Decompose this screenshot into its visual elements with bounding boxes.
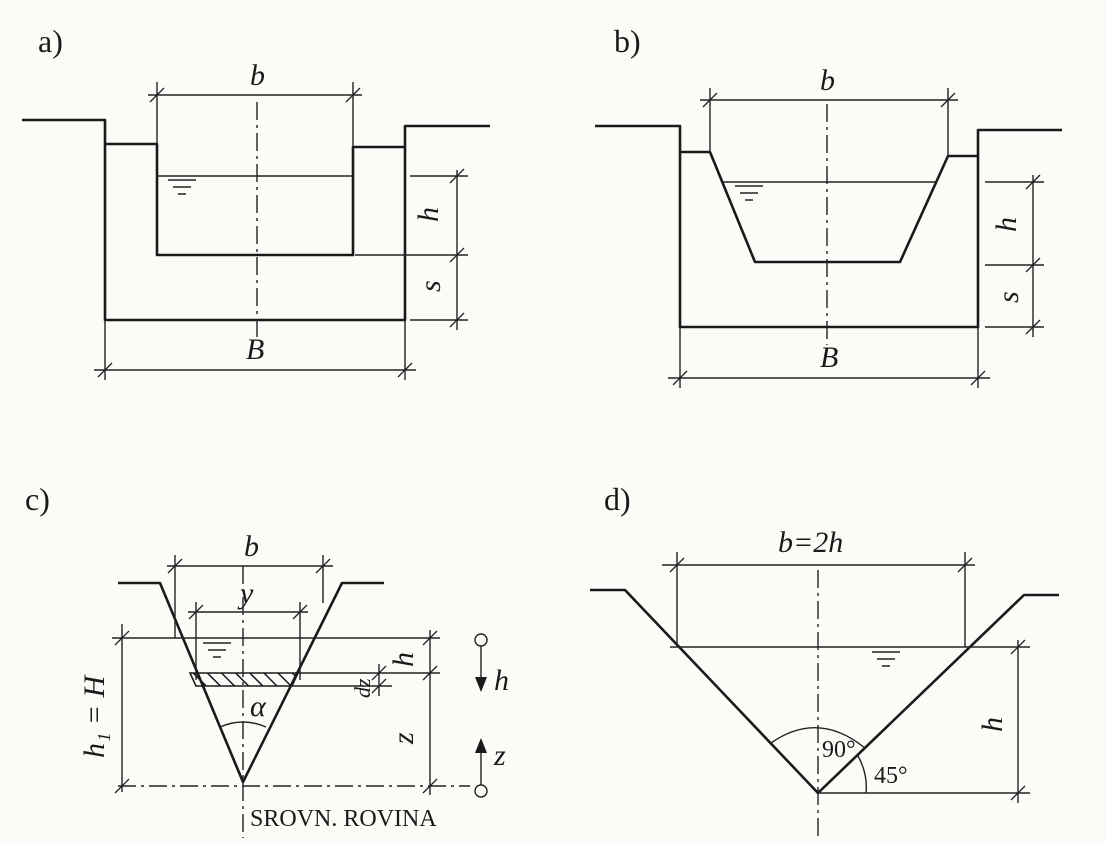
panel-d-angle-90: 90°: [822, 737, 856, 763]
arrow-down-icon: [475, 677, 487, 692]
panel-d-dim-b: b=2h: [778, 526, 843, 559]
panel-c: c) α b y h₁ = H: [25, 481, 509, 838]
panel-b-outline: [595, 124, 1062, 329]
water-level-icon: [872, 651, 900, 667]
panel-a-channel: [105, 142, 405, 257]
panel-a-dim-B: B: [246, 333, 264, 366]
panel-c-dim-b: b: [244, 530, 259, 563]
panel-c-outline: [118, 581, 384, 784]
panel-c-dim-z: z: [387, 732, 420, 745]
panel-b-dim-h: h: [990, 217, 1023, 232]
panel-d-angle-arc-90: [770, 726, 866, 749]
panel-c-dim-dz: dz: [350, 678, 375, 698]
panel-b-channel: [680, 150, 978, 264]
panel-b-dim-b: b: [820, 64, 835, 97]
panel-d-label: d): [604, 481, 631, 517]
panel-a-dim-b: b: [250, 59, 265, 92]
panel-b-dim-s: s: [992, 291, 1025, 303]
panel-c-angle-arc: [219, 721, 267, 728]
panel-d-angle-45: 45°: [874, 763, 908, 789]
panel-d-angle-arc-45: [857, 755, 868, 794]
panel-c-dim-h1: h₁ = H: [78, 673, 111, 758]
panel-c-caption: SROVN. ROVINA: [250, 806, 437, 832]
panel-a-label: a): [38, 23, 63, 59]
panel-c-strip-dz: [188, 672, 300, 687]
panel-c-dim-y: y: [237, 577, 254, 610]
panel-b-label: b): [614, 23, 641, 59]
panel-b-dim-B: B: [820, 341, 838, 374]
panel-c-arrow-h-label: h: [494, 664, 509, 697]
water-level-icon: [168, 179, 196, 195]
panel-a-dim-s: s: [414, 280, 447, 292]
panel-d-dim-h: h: [976, 717, 1009, 732]
panel-b: b) b h s B: [595, 23, 1062, 388]
panel-c-dim-h: h: [387, 652, 420, 667]
panel-a-dim-h: h: [412, 207, 445, 222]
panel-a-outline: [22, 118, 490, 322]
panel-d: d) 90° 45° b=2h h: [590, 481, 1059, 838]
panel-c-axis-origin-top: [474, 633, 488, 647]
water-level-icon: [203, 642, 231, 658]
panel-c-arrow-z-label: z: [493, 739, 506, 772]
panel-c-axis-origin-bottom: [474, 784, 488, 798]
panel-a: a) b h s B: [22, 23, 490, 380]
arrow-up-icon: [475, 738, 487, 753]
panel-c-angle-alpha: α: [250, 690, 267, 723]
water-level-icon: [735, 185, 763, 201]
panel-c-label: c): [25, 481, 50, 517]
